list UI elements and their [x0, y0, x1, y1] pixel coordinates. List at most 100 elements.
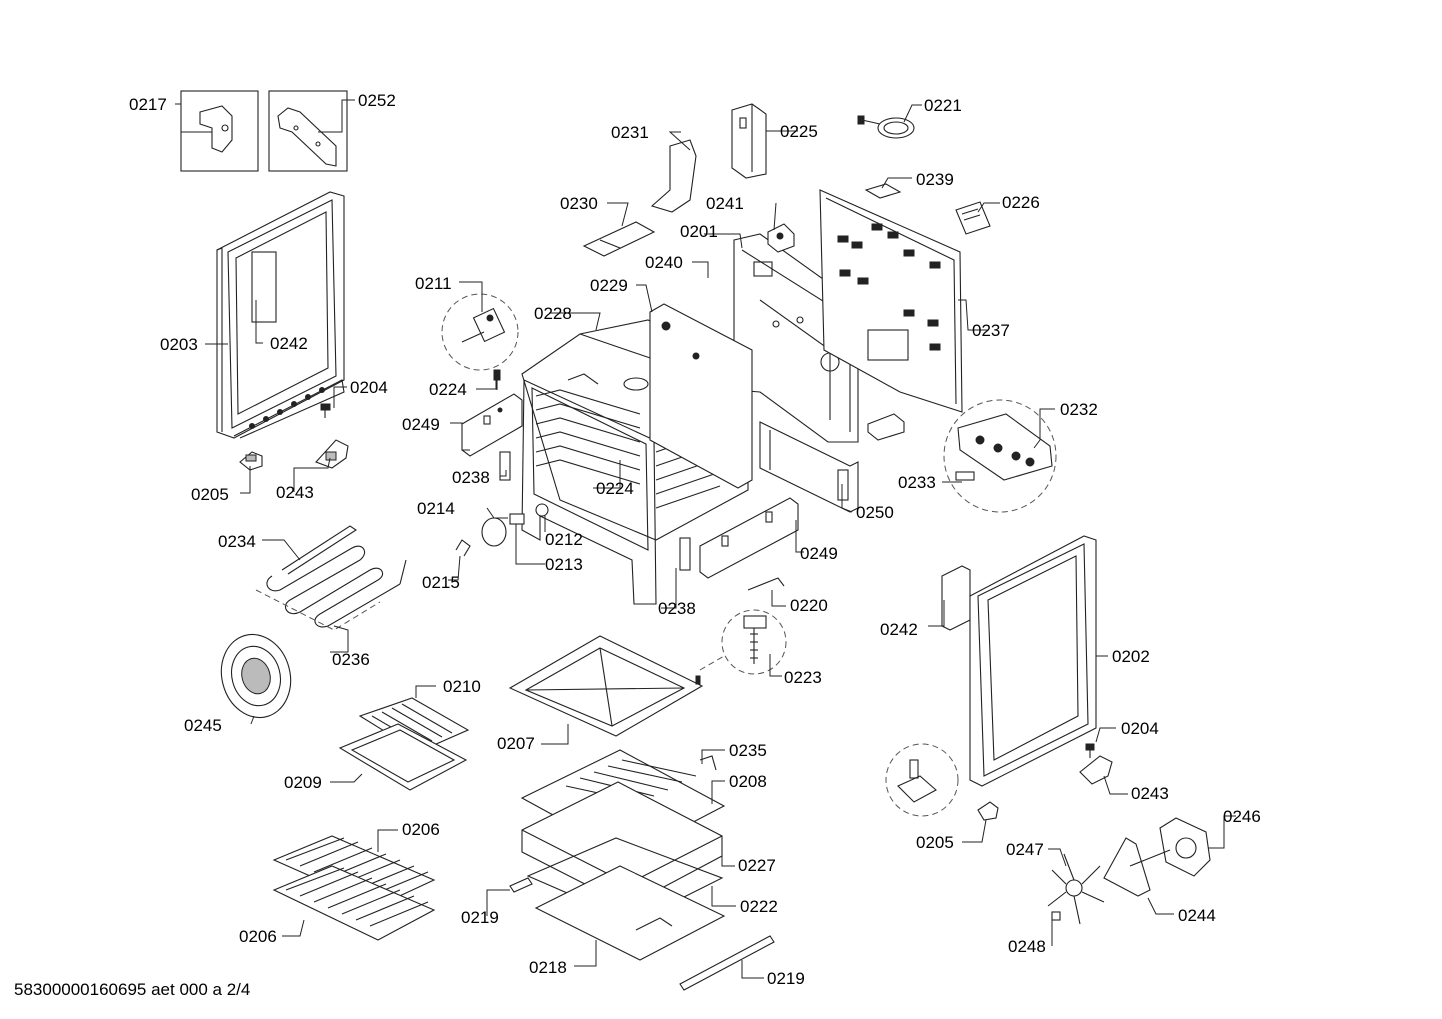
- part-0206-rack-bottom: [272, 865, 436, 941]
- part-0203-side-panel: [216, 191, 345, 439]
- callout-0249-left: 0249: [402, 415, 440, 434]
- callout-0208: 0208: [729, 772, 767, 791]
- callout-0207: 0207: [497, 734, 535, 753]
- part-0243-hinge: [315, 439, 349, 469]
- callout-0240: 0240: [645, 253, 683, 272]
- part-0252-bracket: [268, 90, 348, 172]
- part-0250-rail: [759, 421, 859, 513]
- part-0207-tray: [508, 635, 704, 737]
- part-0233-screw: [955, 471, 975, 481]
- callout-0243: 0243: [276, 483, 314, 502]
- part-0213-socket: [509, 513, 525, 525]
- callout-0206-bottom: 0206: [239, 927, 277, 946]
- callout-0249-right: 0249: [800, 544, 838, 563]
- part-0215-wire: [455, 539, 471, 557]
- part-0232-terminal-block: [943, 399, 1057, 513]
- callout-0236: 0236: [332, 650, 370, 669]
- callout-0242-right: 0242: [880, 620, 918, 639]
- part-0229-frame: [521, 379, 657, 605]
- part-0217-bracket: [180, 90, 259, 172]
- part-0231-duct: [650, 139, 697, 213]
- callout-0212: 0212: [545, 530, 583, 549]
- part-0224-screw: [493, 369, 501, 390]
- callout-0233: 0233: [898, 473, 936, 492]
- part-0210-grill-rack: [358, 697, 470, 753]
- part-0247-fan-blade: [1047, 853, 1105, 925]
- part-0218-bottom-plate: [534, 865, 726, 961]
- part-0209-grill-pan: [338, 723, 468, 791]
- callout-0222: 0222: [740, 897, 778, 916]
- callout-0205-right: 0205: [916, 833, 954, 852]
- callout-0224-top: 0224: [429, 380, 467, 399]
- part-0249-rail-left: [461, 393, 523, 457]
- callout-0204: 0204: [350, 378, 388, 397]
- callout-0245: 0245: [184, 716, 222, 735]
- callout-0210: 0210: [443, 677, 481, 696]
- part-0242-bracket: [941, 565, 971, 631]
- callout-0239: 0239: [916, 170, 954, 189]
- part-0211-sensor-detail: [441, 293, 519, 371]
- part-0234-heating-element: [266, 525, 407, 628]
- part-0235-wire: [699, 755, 717, 771]
- callout-0235: 0235: [729, 741, 767, 760]
- callout-0242: 0242: [270, 334, 308, 353]
- document-id-footer: 58300000160695 aet 000 a 2/4: [14, 980, 251, 999]
- callout-0211: 0211: [415, 274, 452, 293]
- callout-0248: 0248: [1008, 937, 1046, 956]
- part-0202-door-panel: [969, 535, 1097, 787]
- callout-0231: 0231: [611, 123, 649, 142]
- callout-0206-top: 0206: [402, 820, 440, 839]
- part-0223-leveling-foot: [695, 609, 787, 685]
- part-0219-rail-bottom: [679, 935, 775, 991]
- callout-0224-mid: 0224: [596, 479, 634, 498]
- callout-0213: 0213: [545, 555, 583, 574]
- part-0249-rail-right: [699, 497, 799, 579]
- callout-0246: 0246: [1223, 807, 1261, 826]
- part-0205-clip: [239, 451, 263, 471]
- callout-0227: 0227: [738, 856, 776, 875]
- callout-0247: 0247: [1006, 840, 1044, 859]
- part-0238-bracket-bottom: [679, 537, 691, 571]
- part-0244-motor-bracket: [1103, 837, 1171, 897]
- part-0230-duct: [582, 221, 656, 257]
- callout-0225: 0225: [780, 122, 818, 141]
- part-0225-channel: [731, 103, 767, 179]
- part-0221-cable: [857, 115, 915, 139]
- part-0204-screw-right: [1085, 743, 1095, 758]
- part-0205-clip-right: [977, 801, 999, 821]
- callout-0244: 0244: [1178, 906, 1216, 925]
- callout-0219-left: 0219: [461, 908, 499, 927]
- callout-0228: 0228: [534, 304, 572, 323]
- callout-0202: 0202: [1112, 647, 1150, 666]
- part-0243-hinge-right: [1079, 755, 1113, 785]
- leader-lines: [175, 99, 1236, 979]
- part-0219-rail-left: [509, 877, 533, 893]
- callout-labels: 0217 0252 0203 0242 0204 0205 0243 0231 …: [129, 91, 1261, 988]
- part-0237-rear-cover: [819, 189, 963, 413]
- part-0245-fan-cover: [220, 633, 292, 719]
- callout-0232: 0232: [1060, 400, 1098, 419]
- part-0220-wire: [747, 577, 785, 591]
- callout-0250: 0250: [856, 503, 894, 522]
- callout-0241: 0241: [706, 194, 744, 213]
- callout-0205: 0205: [191, 485, 229, 504]
- callout-0219-bottom: 0219: [767, 969, 805, 988]
- part-0212-lamp: [535, 503, 549, 517]
- part-0232-small-block: [867, 413, 905, 441]
- callout-0243-right: 0243: [1131, 784, 1169, 803]
- part-0214-lamp-cover: [481, 517, 507, 547]
- part-0246-fan-motor: [1159, 817, 1211, 877]
- part-0239-plate: [864, 183, 902, 199]
- callout-0209: 0209: [284, 773, 322, 792]
- part-0241-bracket: [767, 223, 795, 253]
- callout-0203: 0203: [160, 335, 198, 354]
- part-0226-cover: [955, 201, 991, 235]
- part-0204-screw: [320, 403, 331, 418]
- callout-0221: 0221: [924, 96, 962, 115]
- callout-0238-bottom: 0238: [658, 599, 696, 618]
- part-0248-nut: [1051, 911, 1061, 921]
- callout-0218: 0218: [529, 958, 567, 977]
- part-0238-bracket-top: [499, 451, 511, 481]
- callout-0234: 0234: [218, 532, 256, 551]
